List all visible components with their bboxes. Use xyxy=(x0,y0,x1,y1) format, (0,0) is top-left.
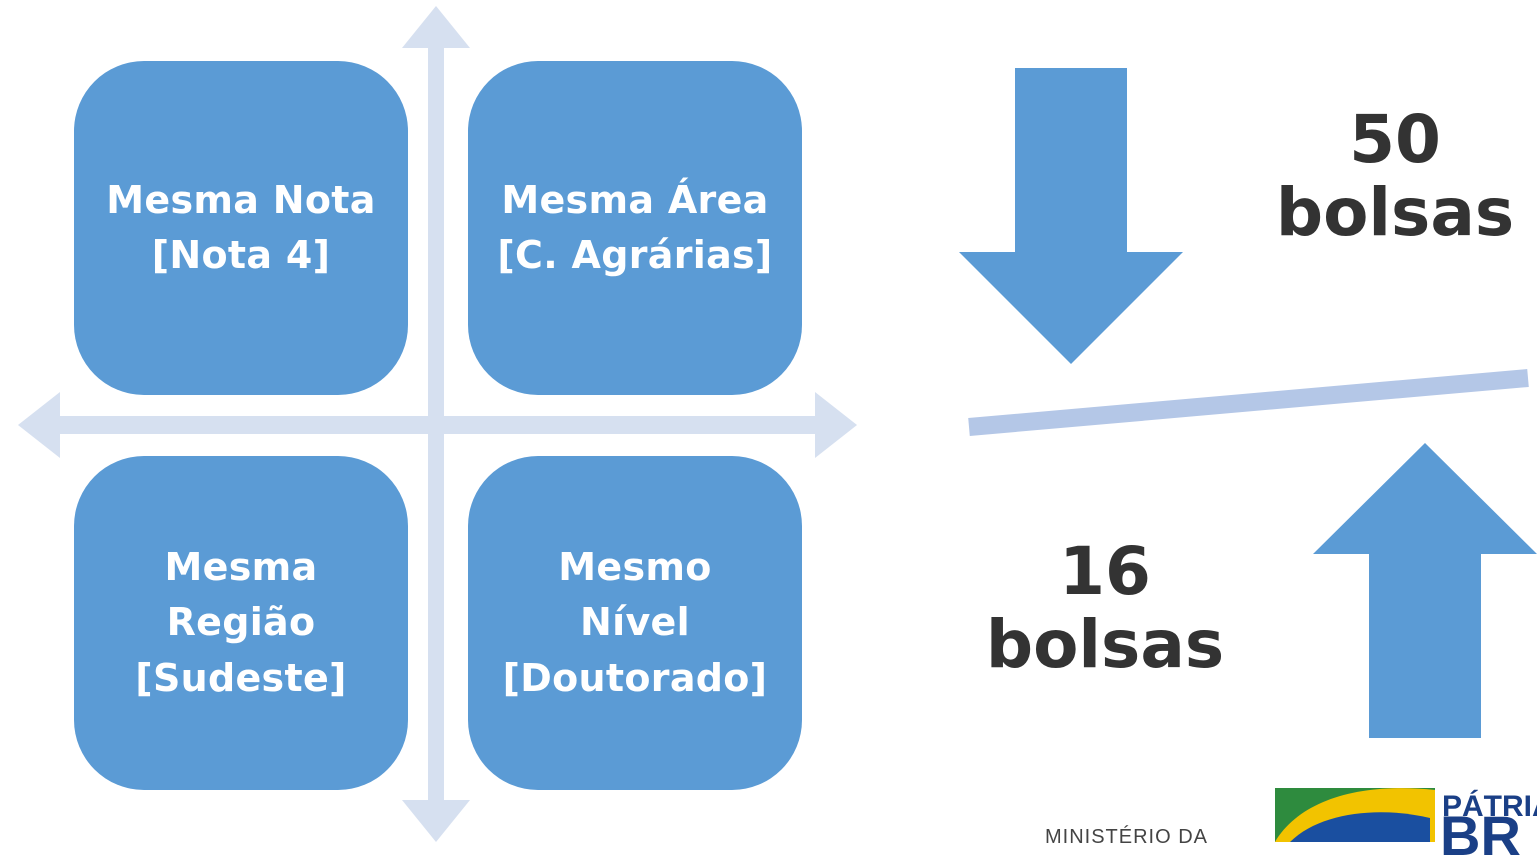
axis-arrow-up-icon xyxy=(402,6,470,48)
quadrant-line: Mesma Nota xyxy=(106,177,376,222)
horizontal-axis xyxy=(56,416,818,434)
top-scholarship-count: 50 bolsas xyxy=(1275,101,1515,251)
quadrant-line: [Nota 4] xyxy=(151,233,331,277)
graphics-layer xyxy=(18,6,1537,842)
quadrant-same-area: Mesma Área [C. Agrárias] xyxy=(468,61,802,395)
slogan-bottom-text: BR xyxy=(1440,804,1521,867)
quadrant-line: Nível xyxy=(580,600,690,645)
down-arrow-icon xyxy=(959,68,1183,364)
quadrant-line: Mesma xyxy=(164,545,318,590)
count-unit: bolsas xyxy=(985,605,1225,683)
slide: Mesma Nota [Nota 4] Mesma Área [C. Agrár… xyxy=(18,6,1537,864)
quadrant-line: Mesma Área xyxy=(501,177,769,222)
slogan-top-text: PÁTRIA xyxy=(1442,790,1537,823)
axis-arrow-right-icon xyxy=(815,392,857,458)
quadrant-line: [C. Agrárias] xyxy=(497,233,773,277)
quadrant-line: [Sudeste] xyxy=(135,655,347,700)
quadrant-line: Região xyxy=(166,600,316,645)
brand-logo xyxy=(1275,788,1435,842)
count-unit: bolsas xyxy=(1275,173,1515,251)
bottom-scholarship-count: 16 bolsas xyxy=(985,533,1225,683)
quadrant-same-level: Mesmo Nível [Doutorado] xyxy=(468,456,802,790)
ministry-label: MINISTÉRIO DA xyxy=(1045,826,1209,848)
quadrant-same-region: Mesma Região [Sudeste] xyxy=(74,456,408,790)
count-number: 50 xyxy=(1349,101,1441,178)
divider-line xyxy=(968,369,1529,436)
quadrant-line: Mesmo xyxy=(558,545,712,590)
quadrant-same-grade: Mesma Nota [Nota 4] xyxy=(74,61,408,395)
up-arrow-icon xyxy=(1313,443,1537,738)
count-number: 16 xyxy=(1059,533,1151,610)
quadrant-line: [Doutorado] xyxy=(502,655,768,700)
axis-arrow-down-icon xyxy=(402,800,470,842)
axis-arrow-left-icon xyxy=(18,392,60,458)
